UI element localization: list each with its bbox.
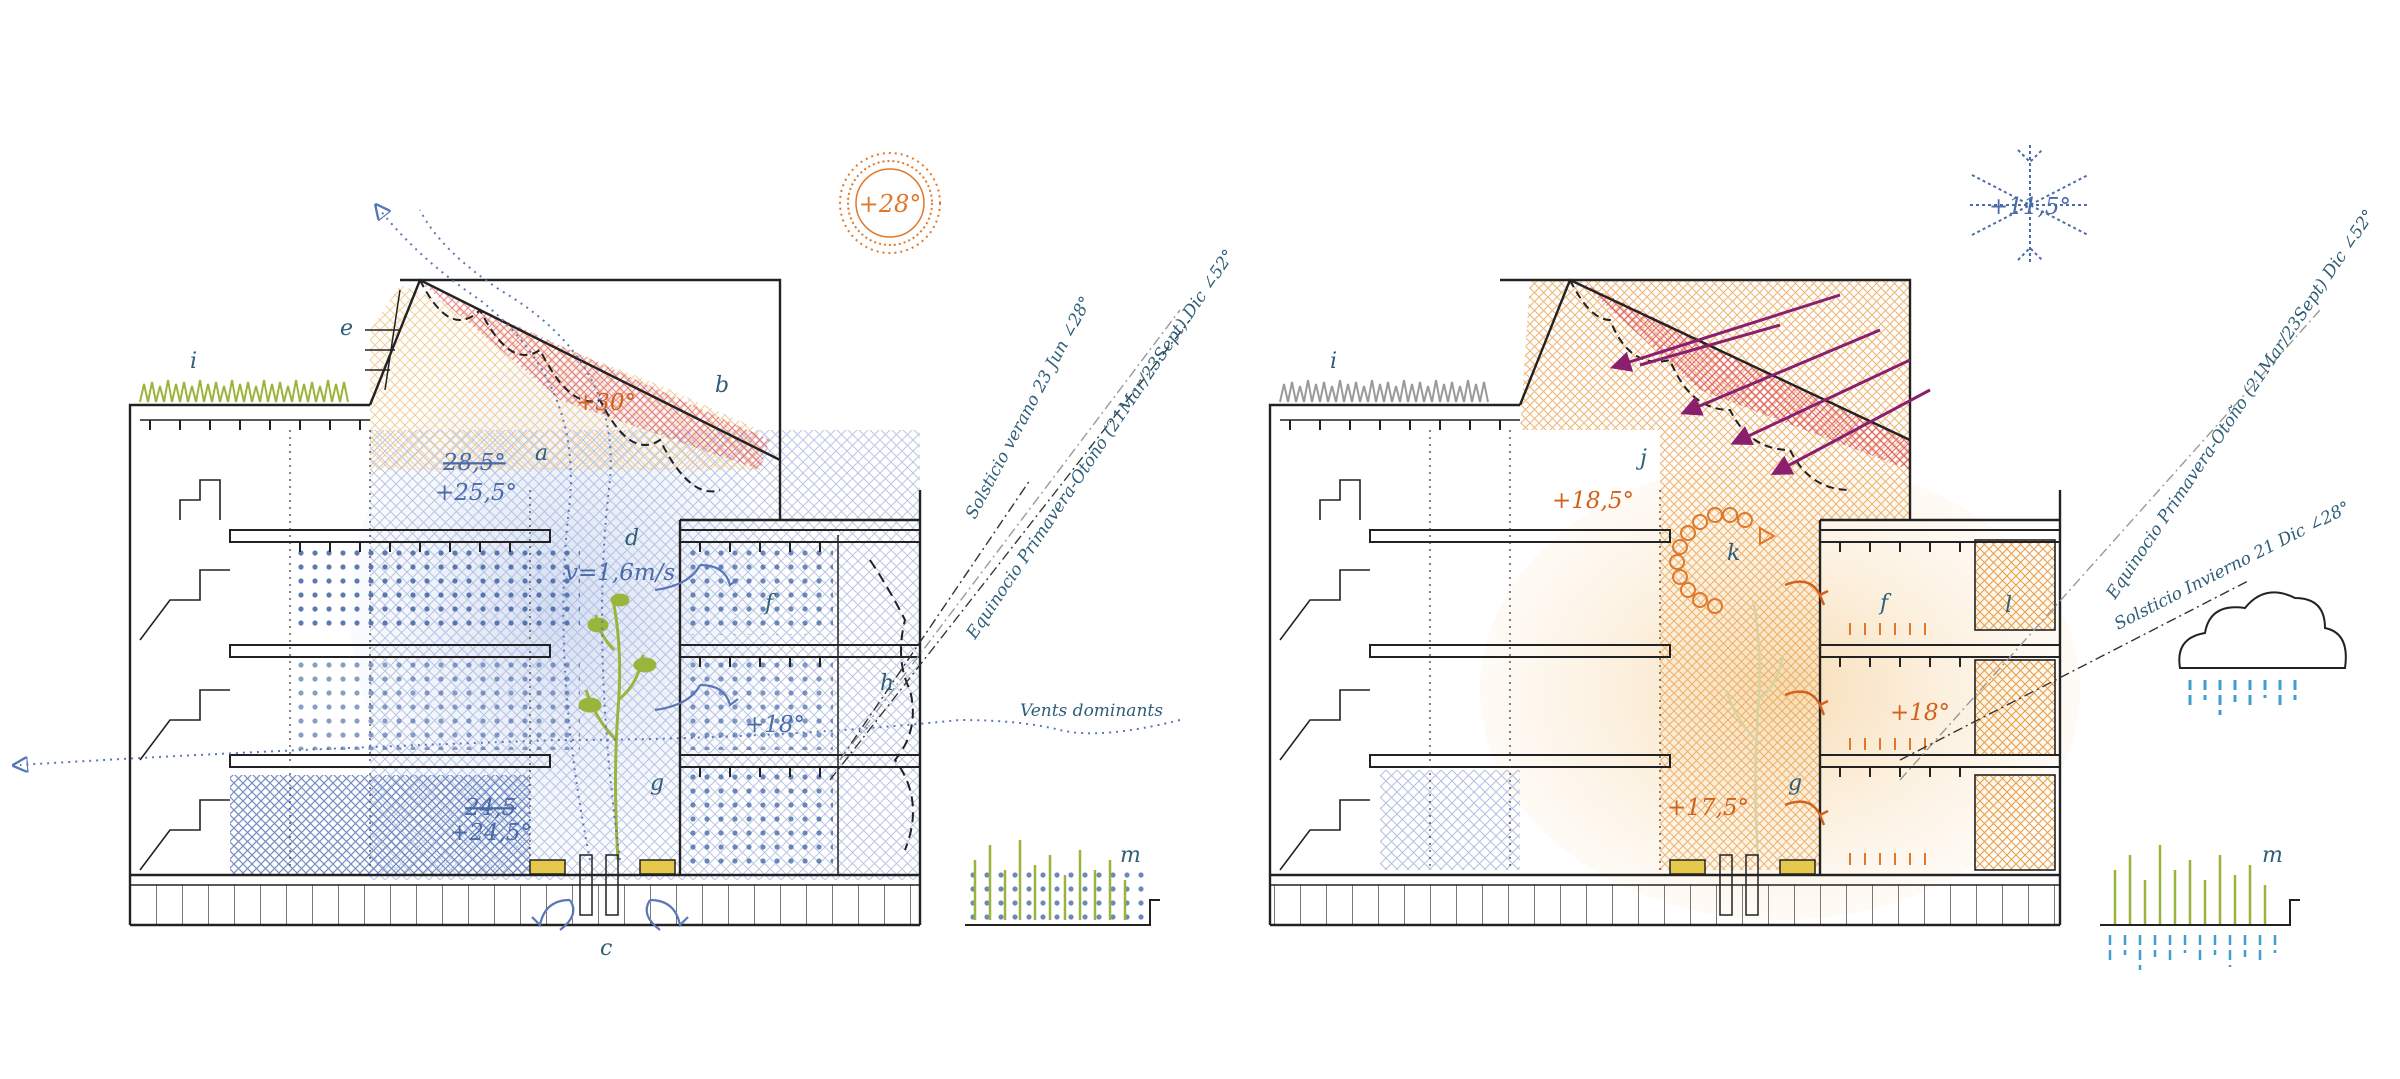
atrium-tree (578, 593, 657, 861)
roof-temperature: +30° (576, 390, 636, 416)
summer-foundation (130, 885, 920, 925)
winter-foundation (1270, 885, 2060, 925)
radiation-arrow-icon (1609, 293, 1931, 475)
air-speed: v=1,6m/s (565, 560, 675, 586)
winter-climate-fills (1380, 280, 2080, 920)
summer-ground-step (965, 899, 1160, 926)
snowflake-icon: +11,5° (1970, 145, 2090, 265)
snow-temperature: +11,5° (1989, 194, 2071, 220)
label-h: h (880, 671, 894, 696)
base-temperature: +24,5° (450, 820, 532, 846)
heat-arrow-icon (1784, 580, 1829, 826)
airflow-arrow-icon (531, 563, 739, 931)
winter-planters (1669, 854, 1816, 916)
label-g-winter: g (1788, 771, 1802, 796)
label-m-winter: m (2262, 843, 2283, 868)
summer-facade-shading (869, 559, 914, 851)
label-i-winter: i (1330, 349, 1337, 374)
base-temperature-old: 24,5 (464, 795, 516, 821)
winter-atrium-tree (1724, 599, 1785, 861)
summer-airflow (20, 210, 1181, 861)
sun-temperature: +28° (859, 190, 922, 218)
winter-grid-lines (1429, 430, 1661, 870)
label-l: l (2005, 593, 2012, 618)
label-m: m (1120, 843, 1141, 868)
summer-planters (529, 854, 676, 916)
atrium-temperature: +25,5° (435, 480, 517, 506)
wind-label: Vents dominants (1020, 701, 1163, 721)
meadow-water (2108, 935, 2277, 970)
atrium-temperature-winter: +18,5° (1552, 488, 1634, 514)
green-roof-plants (139, 379, 349, 403)
roof-shading (419, 279, 721, 493)
winter-sun-lines (1899, 309, 2321, 781)
winter-room-heaters (1849, 623, 1926, 865)
label-e: e (340, 316, 353, 341)
summer-climate-fills (230, 282, 1145, 925)
summer-section: +28° (20, 152, 1239, 961)
meadow-plants-winter (2113, 845, 2267, 925)
label-k: k (1727, 541, 1740, 566)
label-d: d (625, 526, 639, 551)
sun-icon: +28° (839, 152, 941, 254)
label-a: a (535, 441, 548, 466)
label-b: b (715, 373, 729, 398)
convection-loop-icon (1669, 507, 1777, 614)
room-temperature-summer: +18° (745, 712, 805, 738)
label-j: j (1635, 446, 1647, 471)
winter-green-roof (1279, 379, 1489, 403)
label-c: c (600, 936, 612, 961)
winter-section: +11,5° (1268, 145, 2379, 970)
base-temperature-winter: +17,5° (1667, 795, 1749, 821)
meadow-plants-summer (973, 840, 1127, 920)
label-g: g (650, 771, 664, 796)
sun-line-equinox-label-winter: Equinocio Primavera-Otoño (21Mar/23Sept)… (2102, 206, 2379, 604)
label-i: i (190, 349, 197, 374)
summer-beam-ticks (149, 420, 821, 777)
summer-sun-lines (829, 309, 1191, 781)
sun-line-winter-label: Solsticio Invierno 21 Dic ∠28° (2111, 498, 2353, 635)
rain-cloud-icon (2178, 591, 2347, 715)
summer-grid-lines (289, 430, 531, 870)
atrium-temperature-old: 28,5° (442, 450, 506, 476)
room-temperature-winter: +18° (1890, 700, 1950, 726)
winter-ground-step (2100, 899, 2300, 926)
winter-beam-ticks (1289, 420, 1961, 777)
